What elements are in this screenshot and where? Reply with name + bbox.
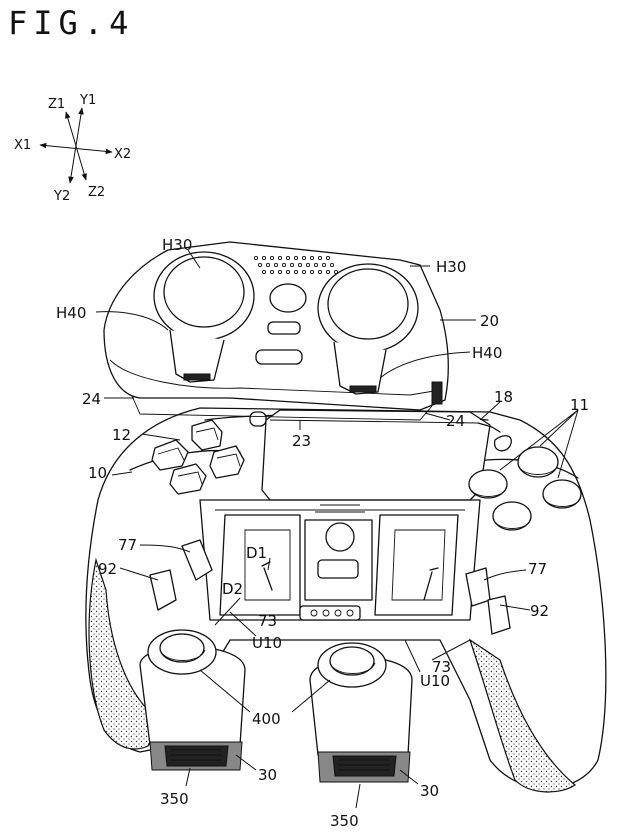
ref-20: 20: [480, 312, 499, 330]
ref-u10-right: U10: [420, 672, 450, 690]
reference-labels: H30 H30 H40 20 H40 24 18 11 24 12 23 10 …: [56, 236, 589, 830]
leader-lines: [95, 249, 579, 809]
ref-73-left: 73: [258, 612, 277, 630]
ref-18: 18: [494, 388, 513, 406]
ref-h40-left: H40: [56, 304, 86, 322]
ref-350-right: 350: [330, 812, 359, 830]
ref-92-left: 92: [98, 560, 117, 578]
ref-30-right: 30: [420, 782, 439, 800]
ref-d1: D1: [246, 544, 267, 562]
ref-30-left: 30: [258, 766, 277, 784]
axis-label-y1: Y1: [79, 93, 96, 108]
interior-frame: [149, 499, 511, 635]
ref-d2: D2: [222, 580, 243, 598]
right-joystick-module: [309, 642, 413, 783]
axis-indicator: Z1 Y1 X1 X2 Y2 Z2: [14, 93, 131, 204]
axis-label-y2: Y2: [53, 189, 70, 204]
ref-77-left: 77: [118, 536, 137, 554]
ref-u10-left: U10: [252, 634, 282, 652]
ref-24-right: 24: [446, 412, 465, 430]
axis-label-x1: X1: [14, 138, 31, 153]
ref-92-right: 92: [530, 602, 549, 620]
ref-12: 12: [112, 426, 131, 444]
axis-label-z2: Z2: [88, 185, 105, 200]
ref-h30-right: H30: [436, 258, 466, 276]
ref-11: 11: [570, 396, 589, 414]
ref-23: 23: [292, 432, 311, 450]
speaker-grille: [253, 255, 339, 275]
ref-400: 400: [252, 710, 281, 728]
axis-label-x2: X2: [114, 147, 131, 162]
touch-pad: [249, 409, 512, 501]
figure-title: FIG.4: [8, 4, 135, 42]
axis-label-z1: Z1: [48, 97, 65, 112]
direction-pad: [151, 419, 245, 495]
ref-h40-right: H40: [472, 344, 502, 362]
ref-350-left: 350: [160, 790, 189, 808]
face-buttons: [468, 446, 582, 531]
ref-h30-top: H30: [162, 236, 192, 254]
ref-77-right: 77: [528, 560, 547, 578]
left-joystick-module: [139, 629, 246, 771]
ref-24-left: 24: [82, 390, 101, 408]
ref-10: 10: [88, 464, 107, 482]
ref-73-right: 73: [432, 658, 451, 676]
top-cover: [103, 241, 449, 421]
